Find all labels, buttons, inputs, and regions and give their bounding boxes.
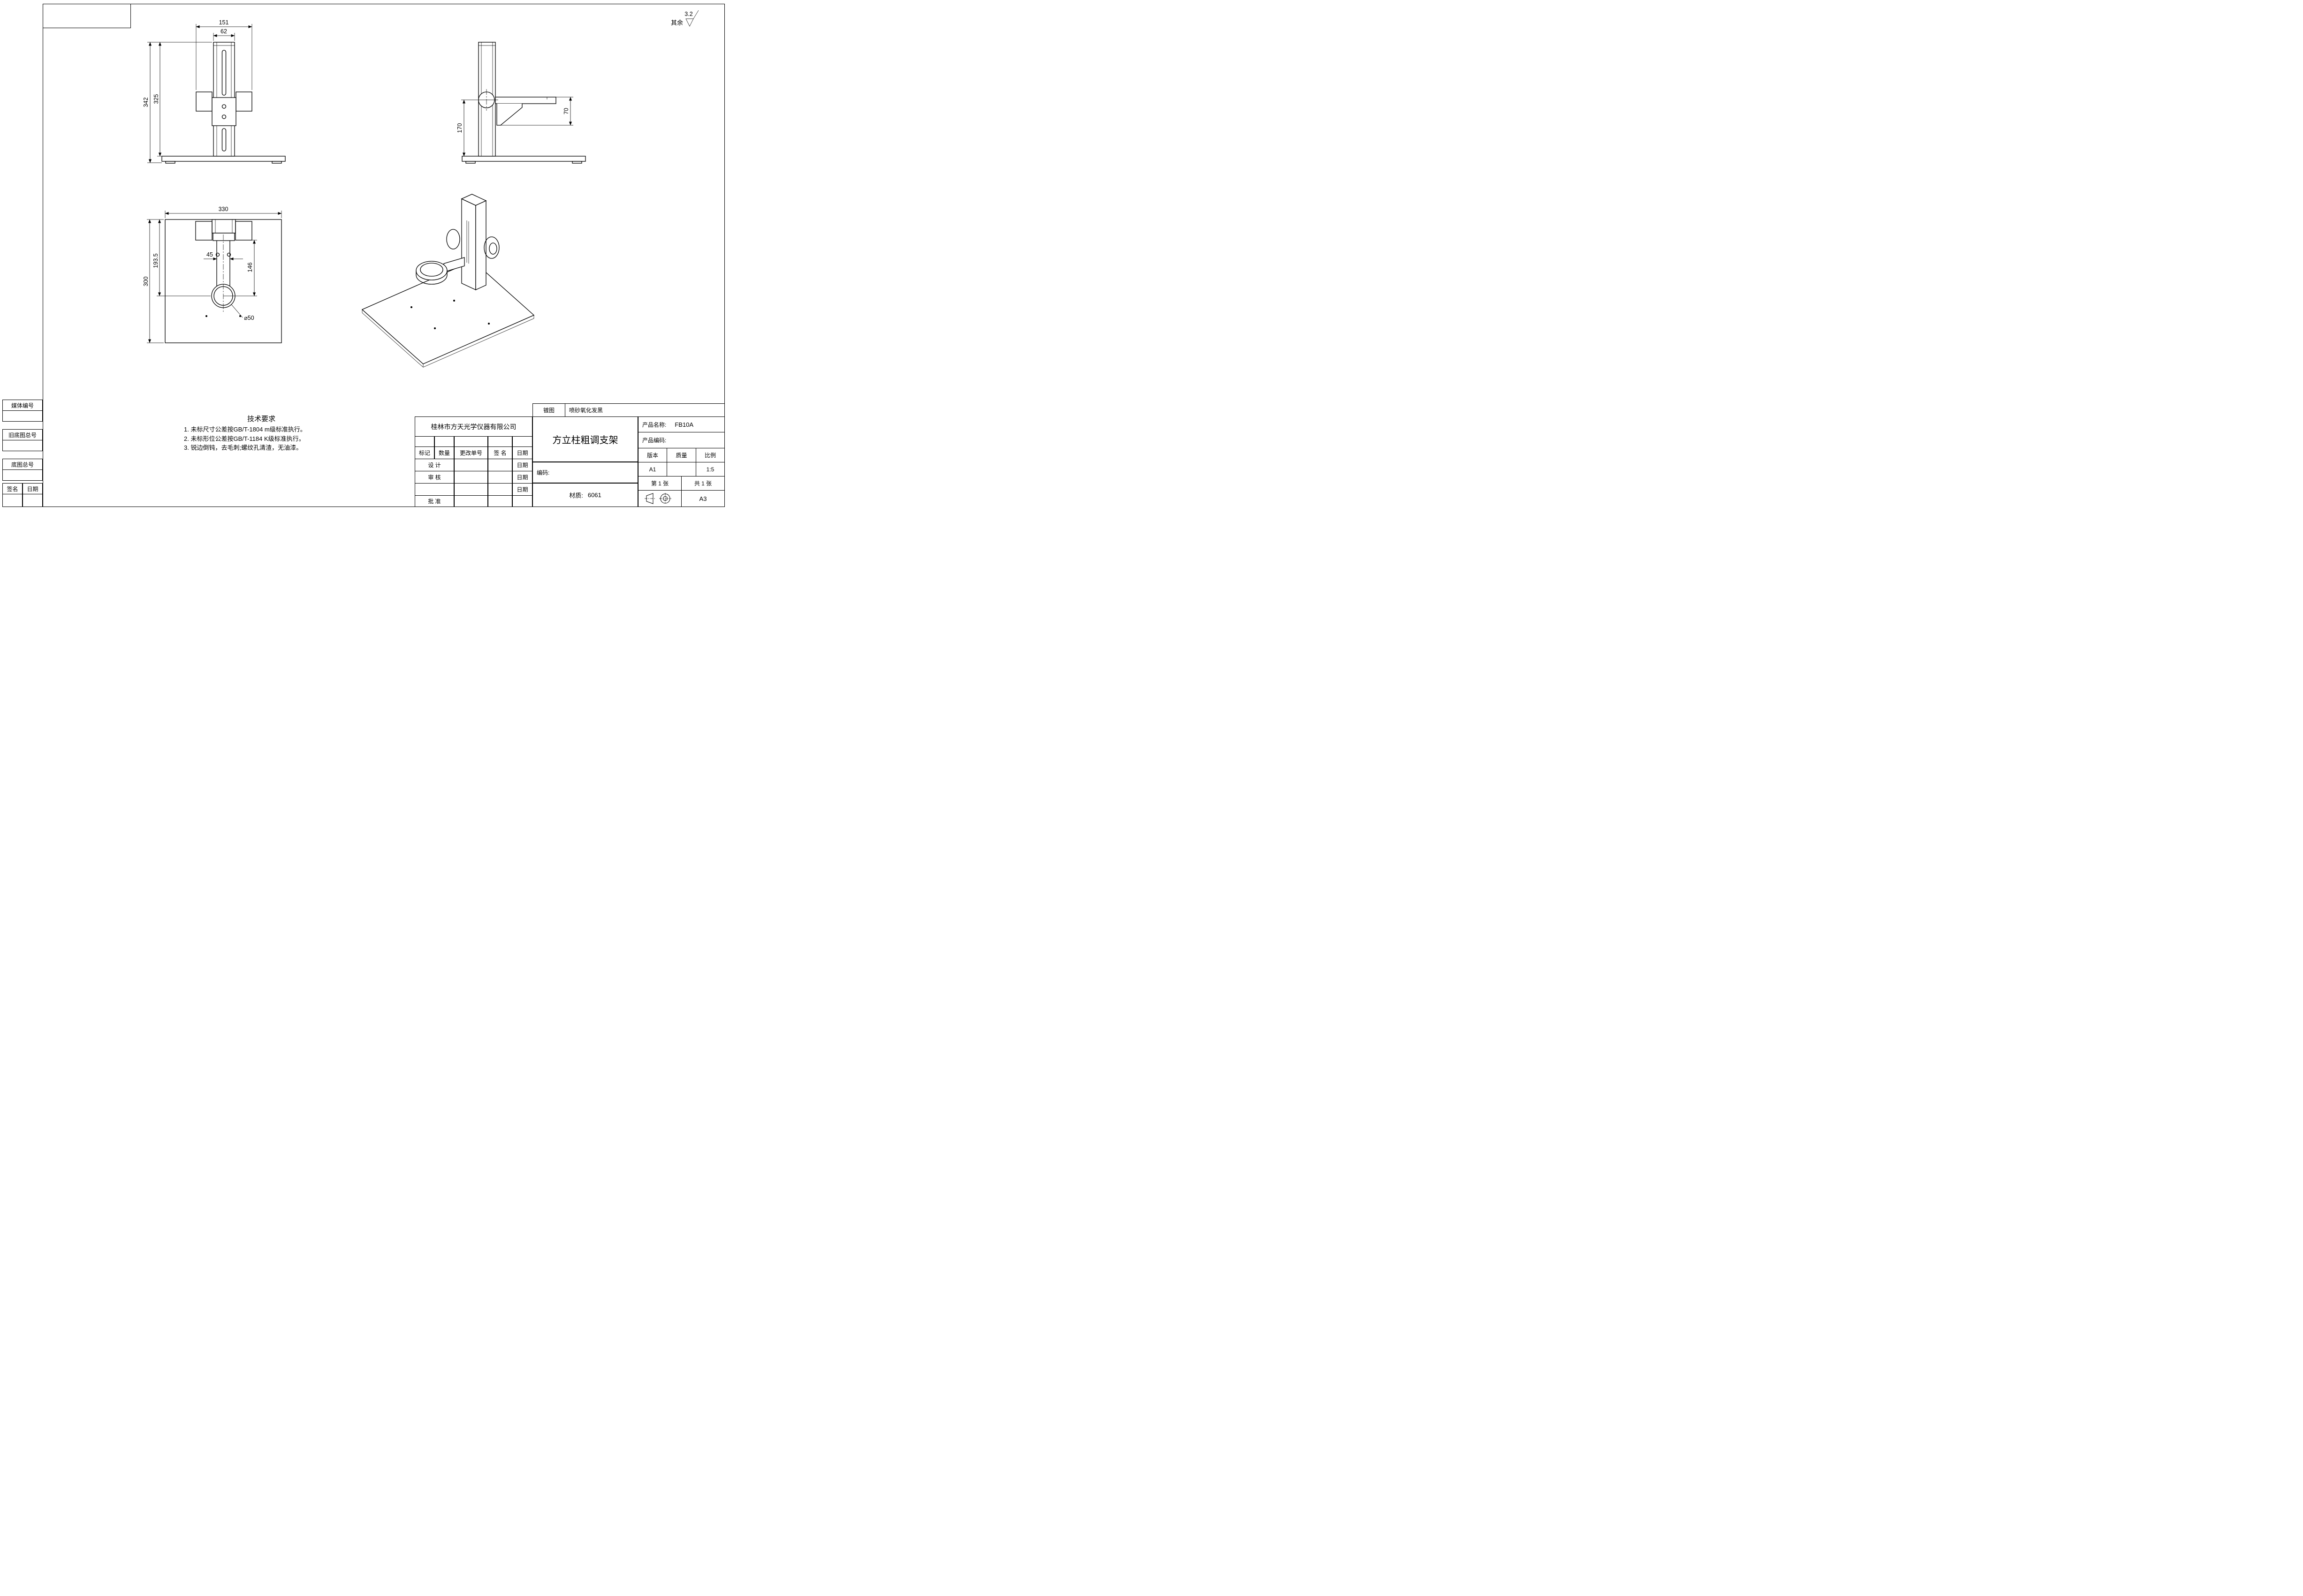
dim-top-arm-width: 45 — [206, 251, 213, 258]
blank-row-date: 日期 — [512, 483, 532, 496]
rev-empty-cell — [488, 436, 512, 447]
projection-symbol-icon — [644, 493, 671, 504]
check-row-date: 日期 — [512, 471, 532, 484]
rev-header-sign: 签 名 — [488, 446, 512, 459]
rev-header-qty: 数量 — [434, 446, 454, 459]
drawing-sheet: 151 62 342 325 — [0, 0, 737, 511]
dim-front-total-height: 342 — [143, 98, 149, 107]
product-name-cell: 产品名称: FB10A — [638, 416, 725, 432]
product-name-label: 产品名称: — [642, 421, 667, 428]
design-row-date: 日期 — [512, 459, 532, 471]
dim-top-ring-dia: ⌀50 — [244, 315, 254, 321]
rev-empty-cell — [454, 436, 488, 447]
scale-value: 1:5 — [696, 462, 725, 477]
check-row-box — [454, 471, 488, 484]
media-number-box — [2, 410, 43, 422]
media-number-label: 媒体编号 — [2, 400, 43, 411]
approve-row-date-box — [512, 495, 532, 507]
surface-roughness-note: 其余 3.2 — [671, 10, 699, 27]
product-name-value: FB10A — [675, 421, 694, 428]
code-cell: 编码: — [532, 462, 638, 483]
rev-header-mark: 标记 — [415, 446, 434, 459]
tech-req-title: 技术要求 — [247, 415, 275, 423]
material-label: 材质: — [569, 492, 583, 499]
top-view — [165, 219, 282, 343]
blank-row-box — [454, 483, 488, 496]
dim-front-col-height: 325 — [153, 94, 160, 104]
rev-header-order: 更改单号 — [454, 446, 488, 459]
margin-date-label: 日期 — [23, 483, 43, 494]
dim-front-outer-width: 151 — [219, 19, 229, 26]
old-base-number-label: 旧底图总号 — [2, 429, 43, 440]
drawing-canvas: 151 62 342 325 — [143, 10, 699, 368]
sheet-total-cell: 共 1 张 — [681, 476, 725, 491]
check-row-sign-box — [488, 471, 512, 484]
margin-sign-label: 签名 — [2, 483, 23, 494]
isometric-view — [361, 194, 535, 368]
quality-header: 质量 — [667, 448, 696, 462]
top-view-dimensions: 330 300 193.5 45 146 ⌀50 — [143, 206, 282, 343]
quality-value — [667, 462, 696, 477]
paper-size-cell: A3 — [681, 490, 725, 507]
roughness-value: 3.2 — [684, 11, 692, 17]
dim-top-col-depth: 193.5 — [152, 253, 159, 268]
rev-empty-cell — [434, 436, 454, 447]
plating-value-cell: 喷砂氧化发黑 — [565, 403, 725, 417]
front-view — [161, 42, 286, 164]
version-header: 版本 — [638, 448, 667, 462]
roughness-icon — [685, 18, 694, 27]
old-base-number-box — [2, 440, 43, 451]
projection-symbol-cell — [638, 490, 682, 507]
version-value: A1 — [638, 462, 667, 477]
dim-side-col-height: 170 — [456, 123, 463, 133]
technical-requirements: 技术要求 1. 未标尺寸公差按GB/T-1804 m级标准执行。 2. 未标形位… — [184, 414, 339, 453]
dim-top-plate-width: 330 — [219, 206, 228, 212]
roughness-rest-label: 其余 — [671, 19, 683, 26]
dim-top-plate-depth: 300 — [143, 277, 149, 287]
tech-req-line-3: 3. 锐边倒钝，去毛刺;螺纹孔清渣，无油漆。 — [184, 444, 303, 451]
base-number-box — [2, 469, 43, 481]
side-view-dimensions: 170 70 — [456, 97, 573, 157]
base-number-label: 底图总号 — [2, 459, 43, 470]
margin-date-box — [23, 494, 43, 507]
approve-row-sign-box — [488, 495, 512, 507]
check-row-label: 审 核 — [415, 471, 454, 484]
tech-req-line-1: 1. 未标尺寸公差按GB/T-1804 m级标准执行。 — [184, 426, 306, 433]
dim-top-ring-center: 146 — [247, 263, 253, 272]
side-view — [462, 42, 586, 164]
plating-label-cell: 镀图 — [532, 403, 565, 417]
material-value: 6061 — [587, 492, 601, 499]
drawing-frame — [43, 4, 725, 507]
company-name-cell: 桂林市方天光学仪器有限公司 — [415, 416, 532, 437]
blank-row-label — [415, 483, 454, 496]
product-code-cell: 产品编码: — [638, 432, 725, 448]
rev-empty-cell — [512, 436, 532, 447]
margin-sign-box — [2, 494, 23, 507]
frame-corner-box — [43, 4, 131, 28]
blank-row-sign-box — [488, 483, 512, 496]
material-cell: 材质: 6061 — [532, 483, 638, 507]
dim-front-col-width: 62 — [220, 28, 227, 35]
design-row-box — [454, 459, 488, 471]
design-row-label: 设 计 — [415, 459, 454, 471]
rev-empty-cell — [415, 436, 434, 447]
approve-row-label: 批 准 — [415, 495, 454, 507]
part-name-cell: 方立柱粗调支架 — [532, 416, 638, 462]
scale-header: 比例 — [696, 448, 725, 462]
dim-side-arm-height: 70 — [563, 108, 570, 114]
tech-req-line-2: 2. 未标形位公差按GB/T-1184 K级标准执行。 — [184, 435, 305, 442]
front-view-dimensions: 151 62 342 325 — [143, 19, 252, 163]
rev-header-date: 日期 — [512, 446, 532, 459]
design-row-sign-box — [488, 459, 512, 471]
approve-row-box — [454, 495, 488, 507]
sheet-number-cell: 第 1 张 — [638, 476, 682, 491]
